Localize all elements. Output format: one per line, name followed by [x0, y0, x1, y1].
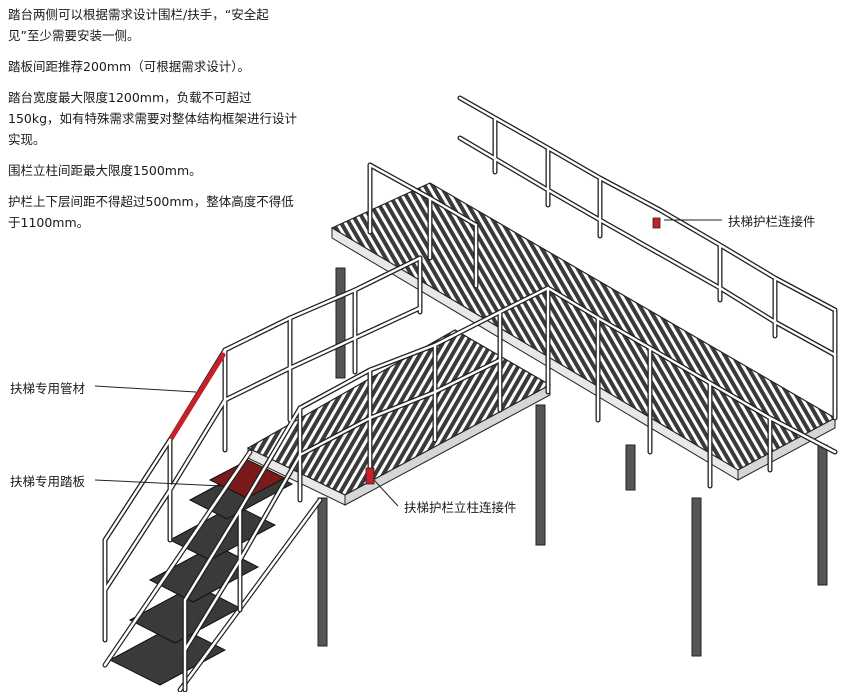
note-tread-spacing: 踏板间距推荐200mm（可根据需求设计）。 [8, 59, 250, 74]
highlight-stair-tube [169, 352, 226, 440]
note-rail-height: 护栏上下层间距不得超过500mm，整体高度不得低于1100mm。 [8, 194, 294, 230]
callout-stair-tread: 扶梯专用踏板 [10, 474, 86, 489]
note-railing-sides: 踏台两侧可以根据需求设计围栏/扶手，“安全起见”至少需要安装一侧。 [8, 7, 269, 43]
callout-rail-connector: 扶梯护栏连接件 [728, 214, 816, 229]
highlighted-parts [169, 217, 661, 485]
callout-post-connector: 扶梯护栏立柱连接件 [404, 500, 517, 515]
callout-stair-tube: 扶梯专用管材 [10, 381, 86, 396]
highlight-rail-connector [652, 217, 661, 229]
spec-notes: 踏台两侧可以根据需求设计围栏/扶手，“安全起见”至少需要安装一侧。 踏板间距推荐… [8, 4, 298, 243]
note-width-load: 踏台宽度最大限度1200mm，负载不可超过150kg，如有特殊需求需要对整体结构… [8, 90, 298, 147]
note-post-spacing: 围栏立柱间距最大限度1500mm。 [8, 163, 202, 178]
railings [102, 95, 838, 692]
highlight-post-connector [365, 467, 375, 485]
leader-lines [94, 219, 722, 507]
